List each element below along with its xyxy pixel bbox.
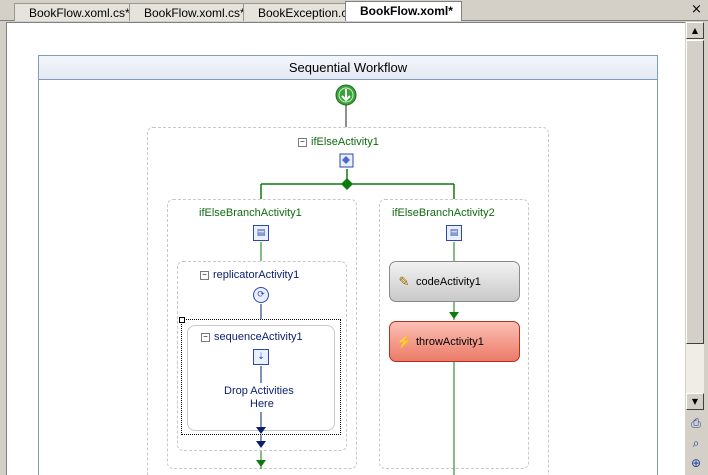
ifelse-activity-header[interactable]: −ifElseActivity1 [298, 136, 379, 148]
branch-icon: ▤ [253, 225, 269, 241]
selection-handle[interactable] [179, 317, 185, 323]
ifelse-activity-container[interactable] [147, 127, 549, 475]
zoom-icon[interactable]: ⊕ [690, 456, 702, 470]
code-scroll-icon: ✎ [398, 274, 410, 289]
document-tab-bar: BookFlow.xoml.cs* BookFlow.xoml.cs* Book… [0, 0, 708, 21]
chevron-up-icon: ▲ [691, 26, 699, 35]
chevron-down-icon: ▼ [691, 397, 699, 406]
tab-label: BookFlow.xoml.cs* [144, 6, 245, 20]
code-activity[interactable]: ✎ codeActivity1 [389, 261, 520, 302]
workflow-connectors [256, 84, 459, 475]
tab-bookflow-xoml-cs-1[interactable]: BookFlow.xoml.cs* [14, 3, 139, 21]
replicator-activity-label: replicatorActivity1 [213, 269, 300, 281]
sequence-activity-header[interactable]: −sequenceActivity1 [201, 331, 303, 343]
drop-activities-here-text: Here [250, 398, 274, 410]
ifelse-branch-1-label: ifElseBranchActivity1 [199, 207, 302, 219]
replicator-activity-container[interactable] [177, 261, 347, 451]
workflow-title: Sequential Workflow [39, 56, 657, 80]
collapse-icon[interactable]: − [200, 271, 209, 280]
collapse-icon[interactable]: − [201, 333, 210, 342]
pan-icon[interactable]: ⌕ [692, 436, 700, 450]
tab-bookexception-cs[interactable]: BookException.cs [243, 3, 363, 21]
sequential-workflow-container[interactable]: Sequential Workflow [38, 55, 658, 475]
close-icon: × [691, 2, 702, 17]
scroll-down-button[interactable]: ▼ [686, 393, 704, 410]
tab-bookflow-xoml[interactable]: BookFlow.xoml* [345, 1, 462, 21]
throw-activity[interactable]: ⚡ throwActivity1 [389, 321, 520, 362]
ifelse-branch-1-container[interactable] [167, 199, 357, 469]
drop-activities-text: Drop Activities [224, 385, 294, 397]
tab-label: BookException.cs [258, 6, 354, 20]
vertical-scrollbar[interactable]: ▲ ▼ [686, 22, 704, 410]
replicator-activity-header[interactable]: −replicatorActivity1 [200, 269, 299, 281]
throw-activity-label: throwActivity1 [416, 336, 484, 348]
branch-icon: ▤ [446, 225, 462, 241]
scrollbar-thumb[interactable] [686, 40, 704, 344]
ifelse-branch-2-label: ifElseBranchActivity2 [392, 207, 495, 219]
workflow-start-node [335, 84, 357, 106]
sequence-icon: ⇣ [253, 349, 269, 365]
close-document-button[interactable]: × [689, 3, 704, 18]
replicator-icon: ⟳ [253, 287, 269, 303]
ifelse-icon [339, 153, 354, 168]
tab-bookflow-xoml-cs-2[interactable]: BookFlow.xoml.cs* [129, 3, 254, 21]
tab-label: BookFlow.xoml.cs* [29, 6, 130, 20]
scroll-up-button[interactable]: ▲ [686, 22, 704, 39]
tab-label: BookFlow.xoml* [360, 4, 453, 18]
sequence-activity-label: sequenceActivity1 [214, 331, 303, 343]
ifelse-activity-label: ifElseActivity1 [311, 136, 379, 148]
code-activity-label: codeActivity1 [416, 276, 481, 288]
print-preview-icon[interactable]: ⎙ [691, 416, 701, 430]
throw-exception-icon: ⚡ [396, 334, 413, 349]
sequence-selection-frame [181, 319, 341, 435]
collapse-icon[interactable]: − [298, 138, 307, 147]
workflow-designer-canvas[interactable]: Sequential Workflow −ifElseActivity1 ifE… [6, 22, 685, 475]
